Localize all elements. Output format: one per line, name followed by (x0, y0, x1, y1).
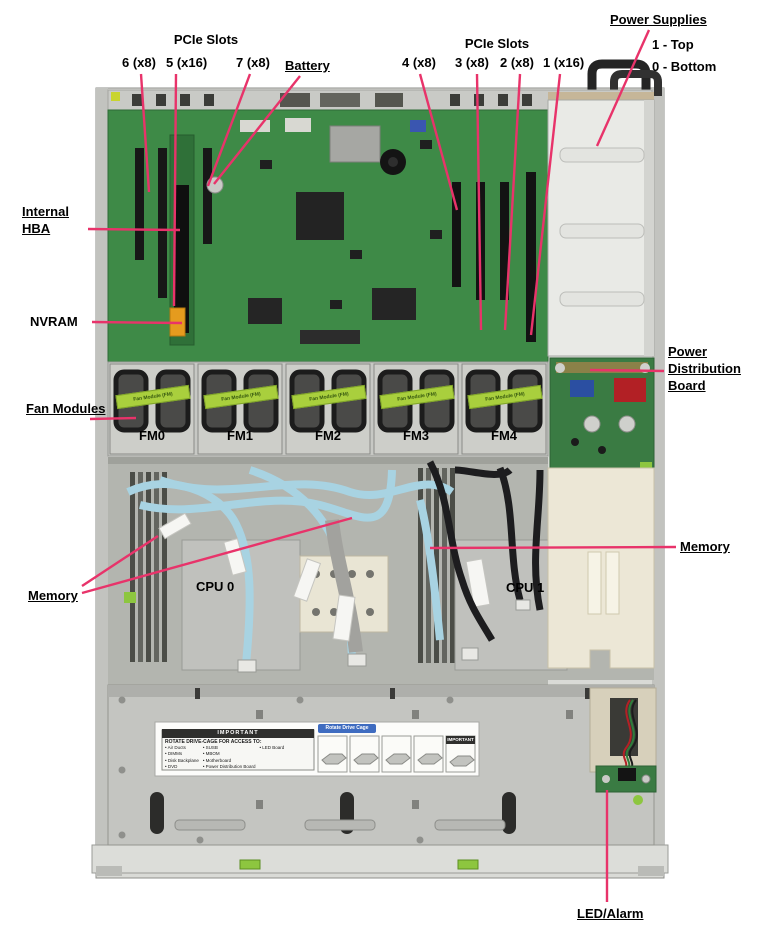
pcie-slot-2 (500, 182, 509, 300)
fm3-label: FM3 (403, 428, 429, 443)
callout-memory-left-2 (81, 516, 353, 595)
callout-internal-hba (87, 227, 181, 232)
cable-connectors (237, 599, 531, 673)
callout-pcie6 (139, 73, 151, 193)
battery-label: Battery (285, 58, 330, 73)
callout-pcie1 (529, 73, 562, 336)
callout-pcie3 (475, 73, 483, 331)
pcie-slot-6 (135, 148, 144, 260)
callout-pcie2 (503, 73, 522, 331)
fm4-label: FM4 (491, 428, 517, 443)
pcie-slot-4 (452, 182, 461, 287)
power-supply-bay (547, 92, 655, 357)
service-label-col1: • Air Ducts • DIMMs • Disk Backplane • D… (165, 745, 199, 769)
pcie-slot-1 (526, 172, 536, 342)
callout-power-supplies (595, 29, 651, 147)
callout-pdb (589, 368, 665, 373)
service-label-rotate: ROTATE DRIVE-CAGE FOR ACCESS TO: (165, 739, 262, 745)
callout-battery (213, 75, 301, 185)
pcie-slot2-label: 2 (x8) (500, 55, 534, 70)
service-label-important: IMPORTANT (162, 729, 314, 738)
callout-lines (81, 29, 677, 902)
pcie-slot1-label: 1 (x16) (543, 55, 585, 70)
pcie-slot7-label: 7 (x8) (236, 55, 270, 70)
pcie-slot6-label: 6 (x8) (122, 55, 156, 70)
callout-memory-left-1 (81, 534, 159, 588)
service-label-col3: • LED Board (259, 745, 285, 750)
ribbon-cable (325, 519, 363, 653)
callout-fan-modules (89, 416, 137, 421)
motherboard (107, 109, 549, 363)
cable-labels (158, 512, 491, 642)
pcie-slot4-label: 4 (x8) (402, 55, 436, 70)
power-distribution-board (549, 357, 655, 485)
air-duct (547, 467, 655, 669)
callout-pcie7 (206, 73, 252, 187)
pcie-slot3-label: 3 (x8) (455, 55, 489, 70)
power-supplies-top-label: 1 - Top (652, 37, 694, 52)
callout-memory-right (429, 545, 677, 550)
power-distribution-board-label: Power Distribution Board (668, 344, 741, 393)
cpu-memory-section (108, 457, 655, 685)
psu-handle (587, 59, 662, 96)
pcie-slot5-label: 5 (x16) (166, 55, 208, 70)
internal-hba-label: Internal HBA (22, 204, 69, 236)
chassis-base (239, 859, 479, 870)
callout-pcie5 (172, 73, 178, 307)
led-alarm-board (589, 687, 657, 805)
memory-right-label: Memory (680, 539, 730, 554)
cpu0-label: CPU 0 (196, 579, 235, 594)
callout-nvram (91, 320, 183, 325)
fm1-label: FM1 (227, 428, 253, 443)
fm0-label: FM0 (139, 428, 165, 443)
memory-left-label: Memory (28, 588, 78, 603)
pcie-slot-5 (158, 148, 167, 298)
power-supplies-label: Power Supplies (610, 12, 707, 27)
power-cables (426, 460, 544, 642)
nvram-label: NVRAM (30, 314, 78, 329)
led-alarm-label: LED/Alarm (577, 906, 644, 921)
fm2-label: FM2 (315, 428, 341, 443)
callout-pcie4 (418, 73, 459, 211)
fan-modules-label: Fan Modules (26, 401, 106, 416)
pcie-slots-left-title: PCIe Slots (173, 32, 239, 47)
service-label-col2: • SUSB • MBOM • Motherboard • Power Dist… (202, 745, 256, 769)
cpu1-label: CPU 1 (506, 580, 545, 595)
pcie-slot-7 (203, 148, 212, 244)
service-label-important2: IMPORTANT (446, 736, 475, 744)
memory-risers-left (124, 472, 167, 662)
pcie-slots-right-title: PCIe Slots (464, 36, 530, 51)
service-label-text: IMPORTANT ROTATE DRIVE-CAGE FOR ACCESS T… (162, 729, 314, 770)
service-label-banner: Rotate Drive Cage (318, 724, 376, 733)
power-supplies-bottom-label: 0 - Bottom (652, 59, 717, 74)
